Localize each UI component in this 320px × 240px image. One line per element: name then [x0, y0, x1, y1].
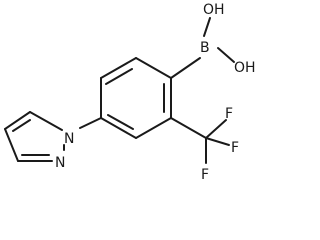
- benzene-ring: [100, 57, 172, 139]
- trifluoromethyl-group: F F F: [170, 106, 239, 182]
- bond: [29, 111, 63, 131]
- bond: [100, 117, 137, 139]
- hydroxyl-top: OH: [203, 2, 225, 18]
- bond: [205, 137, 230, 146]
- bond: [217, 47, 235, 63]
- structure-diagram: B OH OH F F F N N: [4, 2, 256, 182]
- fluorine-atom: F: [231, 140, 239, 156]
- bond: [4, 128, 19, 162]
- bond: [135, 117, 172, 139]
- hydroxyl-right: OH: [234, 60, 256, 76]
- double-bond-inner: [107, 114, 134, 130]
- bond: [205, 119, 227, 139]
- fluorine-atom: F: [225, 106, 233, 122]
- bond: [4, 111, 31, 130]
- bond: [79, 117, 102, 129]
- double-bond-inner: [105, 68, 133, 85]
- bond: [203, 17, 211, 37]
- boronic-acid-group: B OH OH: [170, 2, 256, 79]
- boron-atom: B: [200, 40, 210, 56]
- pyrazole-ring: N N: [4, 111, 102, 171]
- bond: [100, 57, 137, 79]
- bond: [170, 117, 207, 139]
- nitrogen-atom: N: [64, 131, 74, 147]
- bond: [170, 57, 201, 79]
- bond: [135, 57, 172, 79]
- fluorine-atom: F: [201, 167, 209, 182]
- nitrogen-atom: N: [55, 155, 65, 171]
- double-bond-inner: [12, 119, 31, 132]
